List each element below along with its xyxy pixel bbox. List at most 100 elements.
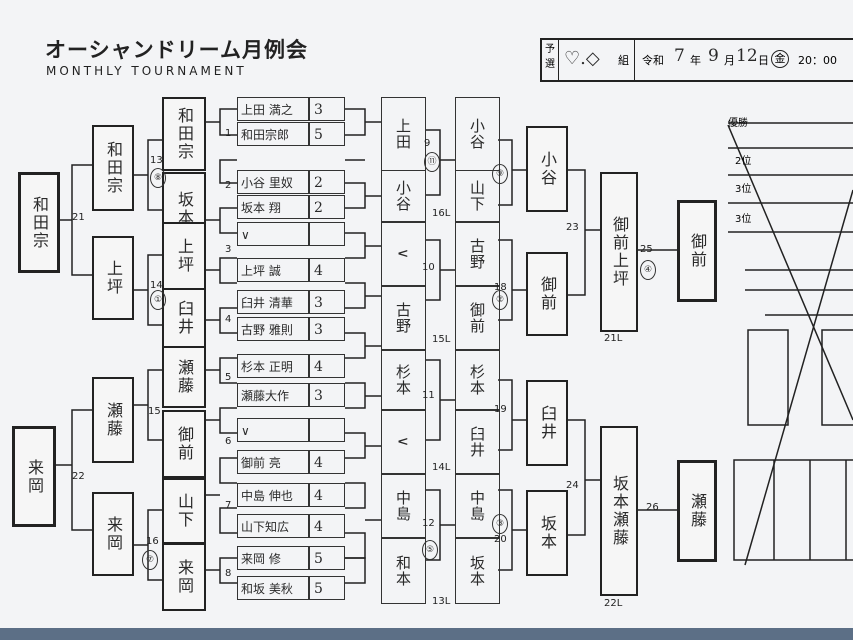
bracket-box-final-1: 御前 <box>677 200 717 302</box>
table-mark: ③ <box>492 514 508 534</box>
match-number: 25 <box>640 244 653 255</box>
match-number: 20 <box>494 534 507 545</box>
bracket-box-left-r1-6: 御前 <box>162 410 206 478</box>
player-score: 4 <box>309 258 345 282</box>
table-mark: ④ <box>640 260 656 280</box>
player-name: 御前 亮 <box>237 450 309 474</box>
bracket-box-left-r1-3: 上坪 <box>162 222 206 290</box>
bracket-box-right-r1-5: 杉本 <box>381 350 426 410</box>
player-name: 和田宗郎 <box>237 122 309 146</box>
bracket-box-left-r3-1: 和田宗 <box>18 172 60 273</box>
player-name: 中島 伸也 <box>237 483 309 507</box>
player-score: 2 <box>309 170 345 194</box>
page-title: オーシャンドリーム月例会 <box>45 38 308 62</box>
match-number: 5 <box>225 372 232 383</box>
player-score: 3 <box>309 290 345 314</box>
loser-label: 21L <box>604 333 623 344</box>
player-name: 坂本 翔 <box>237 195 309 219</box>
group-marks: ♡.◇ <box>564 48 600 69</box>
bracket-box-left-r2-1: 和田宗 <box>92 125 134 211</box>
player-name: 来岡 修 <box>237 546 309 570</box>
bracket-box-left-r1-5: 瀬藤 <box>162 346 206 408</box>
match-number: 23 <box>566 222 579 233</box>
table-mark: ② <box>492 290 508 310</box>
bracket-box-final-2: 瀬藤 <box>677 460 717 562</box>
match-number: 19 <box>494 404 507 415</box>
player-name: 上坪 誠 <box>237 258 309 282</box>
time-value: 20：00 <box>798 54 837 67</box>
player-score: 3 <box>309 317 345 341</box>
group-label: 組 <box>618 54 629 67</box>
bracket-box-right-r2-5: 杉本 <box>455 350 500 410</box>
player-score: 5 <box>309 546 345 570</box>
bracket-box-left-r1-4: 臼井 <box>162 288 206 348</box>
match-number: 14 <box>150 280 163 291</box>
player-score: 3 <box>309 97 345 121</box>
header-info-box: 予選 ♡.◇ 組 令和 7 年 9 月 12 日 金 20：00 <box>540 38 853 82</box>
player-name: 山下知広 <box>237 514 309 538</box>
bracket-box-right-r3-3: 臼井 <box>526 380 568 466</box>
player-score: 5 <box>309 122 345 146</box>
player-score: 4 <box>309 450 345 474</box>
bracket-box-right-r2-1: 小谷 <box>455 97 500 171</box>
player-score: 2 <box>309 195 345 219</box>
bracket-box-right-r1-3: ∨ <box>381 222 426 286</box>
divider <box>634 40 635 80</box>
bracket-box-right-r2-7: 中島 <box>455 474 500 538</box>
bracket-box-right-r1-1: 上田 <box>381 97 426 171</box>
player-name: 杉本 正明 <box>237 354 309 378</box>
loser-label: 16L <box>432 208 451 219</box>
match-number: 26 <box>646 502 659 513</box>
bracket-box-right-r1-2: 小谷 <box>381 170 426 222</box>
table-mark: ⑧ <box>150 168 166 188</box>
bracket-box-right-r2-6: 臼井 <box>455 410 500 474</box>
player-score: 4 <box>309 514 345 538</box>
table-mark: ① <box>150 290 166 310</box>
match-number: 6 <box>225 436 232 447</box>
match-number: 16 <box>146 536 159 547</box>
day-label: 日 <box>758 54 769 67</box>
table-mark: ⑪ <box>424 152 440 172</box>
year-value: 7 <box>674 46 685 66</box>
loser-label: 15L <box>432 334 451 345</box>
bracket-box-right-r2-2: 山下 <box>455 170 500 222</box>
bracket-box-right-r3-2: 御前 <box>526 252 568 336</box>
month-value: 9 <box>708 46 719 66</box>
player-name: 臼井 清華 <box>237 290 309 314</box>
match-number: 18 <box>494 282 507 293</box>
page-subtitle: MONTHLY TOURNAMENT <box>46 64 247 78</box>
loser-label: 13L <box>432 596 451 607</box>
match-number: 24 <box>566 480 579 491</box>
table-mark: ⑤ <box>422 540 438 560</box>
player-name: 古野 雅則 <box>237 317 309 341</box>
match-number: 9 <box>424 138 431 149</box>
match-number: 12 <box>422 518 435 529</box>
loser-label: 22L <box>604 598 623 609</box>
bracket-box-right-r1-4: 古野 <box>381 286 426 350</box>
loser-label: 14L <box>432 462 451 473</box>
bracket-box-right-r4-1: 御前上坪 <box>600 172 638 332</box>
match-number: 3 <box>225 244 232 255</box>
match-number: 21 <box>72 212 85 223</box>
match-number: 15 <box>148 406 161 417</box>
player-score: 4 <box>309 483 345 507</box>
player-name: 瀬藤大作 <box>237 383 309 407</box>
bracket-box-right-r1-7: 中島 <box>381 474 426 538</box>
winner-label: 優勝 <box>728 118 748 129</box>
bracket-box-right-r1-6: ∨ <box>381 410 426 474</box>
yosen-label: 予選 <box>545 44 555 70</box>
player-score: 3 <box>309 383 345 407</box>
table-mark: ⑦ <box>142 550 158 570</box>
match-number: 22 <box>72 471 85 482</box>
third-place-label: 3位 <box>735 214 752 225</box>
bracket-box-right-r2-8: 坂本 <box>455 538 500 604</box>
player-name: 小谷 里奴 <box>237 170 309 194</box>
player-score <box>309 418 345 442</box>
match-number: 11 <box>422 390 435 401</box>
second-place-label: 2位 <box>735 156 752 167</box>
player-name: 上田 満之 <box>237 97 309 121</box>
match-number: 4 <box>225 314 232 325</box>
table-mark: ⑨ <box>492 164 508 184</box>
